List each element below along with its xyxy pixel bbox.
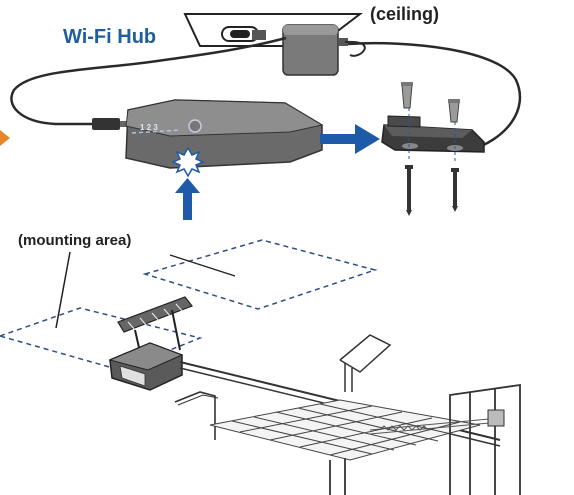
led-starburst-icon: [171, 146, 205, 178]
wifi-hub-title: Wi-Fi Hub: [63, 26, 156, 48]
hub-port-labels: 1 2 3: [140, 123, 158, 132]
orange-arrow-indicator: [0, 130, 10, 146]
right-arrow-icon: [320, 124, 380, 154]
ceiling-label: (ceiling): [370, 4, 439, 24]
mounting-area-lower: [0, 307, 203, 371]
mounting-bracket: [381, 108, 485, 162]
up-arrow-icon: [175, 178, 200, 220]
torsion-spring: [369, 409, 505, 435]
power-adapter: [252, 24, 348, 76]
hub-cable: [10, 36, 287, 126]
cable-plug: [92, 118, 128, 130]
wall-anchors: [401, 82, 460, 123]
garage-door-opener: [108, 342, 184, 391]
mounting-screws: [405, 165, 459, 216]
opener-ceiling-bracket: [117, 296, 193, 353]
mounting-area-upper: [142, 239, 378, 310]
mounting-area-label: (mounting area): [18, 232, 131, 249]
hub-button: [188, 119, 202, 133]
wifi-hub-device: 1 2 3: [125, 99, 324, 169]
label-pointer: [55, 251, 71, 329]
mount-cable: [347, 41, 522, 152]
garage-door-panel: [209, 399, 481, 461]
power-cable: [344, 40, 366, 57]
rail-hanger-right: [339, 334, 392, 392]
rail-hanger-left: [174, 391, 216, 440]
door-frame: [329, 383, 521, 495]
